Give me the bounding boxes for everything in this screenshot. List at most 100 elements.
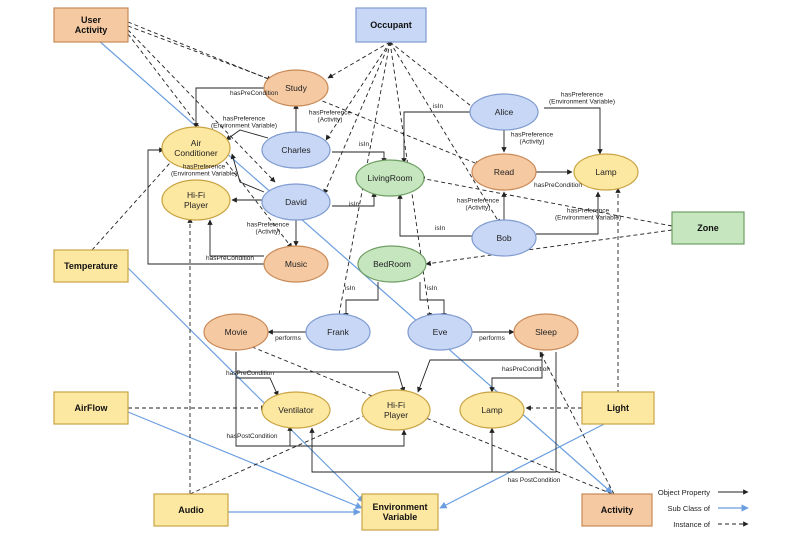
- subclass-edge: [97, 39, 613, 494]
- property-edge: [207, 219, 264, 257]
- edge-label-sleep-precondition: hasPreCondition: [502, 366, 550, 373]
- node-label-ventilator: Ventilator: [278, 405, 314, 415]
- class-airflow[interactable]: [53, 391, 129, 425]
- instance-edge: [91, 153, 179, 251]
- edge-label-charles-env-pref: hasPreference(Environment Variable): [211, 116, 277, 130]
- node-label-alice: Alice: [495, 107, 514, 117]
- edge-label-sleep-postcondition: has PostCondition: [508, 477, 561, 484]
- class-audio[interactable]: [153, 493, 229, 527]
- edge-label-bob-isin: isIn: [435, 225, 446, 232]
- edge-label-music-precondition: hasPreCondition: [206, 255, 254, 262]
- instance-edge: [539, 351, 615, 495]
- class-label-light: Light: [607, 403, 629, 413]
- legend-instance-of: Instance of: [673, 520, 711, 529]
- node-lamp-top[interactable]: [573, 153, 639, 191]
- node-label-bob: Bob: [496, 233, 511, 243]
- edge-label-frank-performs: performs: [275, 335, 301, 342]
- node-music[interactable]: [263, 245, 329, 283]
- node-label-read: Read: [494, 167, 515, 177]
- class-label-occupant: Occupant: [370, 20, 412, 30]
- property-edge: [489, 427, 556, 473]
- legend-object-property: Object Property: [658, 488, 710, 497]
- class-label-temperature: Temperature: [64, 261, 118, 271]
- node-hifi-player-top[interactable]: [161, 179, 231, 221]
- node-label-eve: Eve: [433, 327, 448, 337]
- class-activity[interactable]: [581, 493, 653, 527]
- property-edge: [401, 111, 472, 164]
- property-edges: [147, 87, 603, 473]
- node-movie[interactable]: [203, 313, 269, 351]
- property-edge: [489, 352, 543, 393]
- node-alice[interactable]: [469, 93, 539, 131]
- property-edge: [536, 191, 601, 235]
- property-edge: [332, 151, 387, 164]
- legend-sub-class-of: Sub Class of: [667, 504, 710, 513]
- node-label-david: David: [285, 197, 307, 207]
- node-label-lamp-bottom: Lamp: [481, 405, 503, 415]
- instance-edge: [325, 41, 391, 141]
- node-charles[interactable]: [261, 131, 331, 169]
- property-edge: [225, 129, 269, 141]
- instance-edge: [239, 341, 613, 495]
- class-environment-variable[interactable]: [361, 493, 439, 531]
- class-label-audio: Audio: [178, 505, 204, 515]
- property-edge: [309, 352, 557, 473]
- edge-label-movie-precondition: hasPreCondition: [226, 370, 274, 377]
- node-sleep[interactable]: [513, 313, 579, 351]
- class-label-airflow: AirFlow: [75, 403, 109, 413]
- node-air-conditioner[interactable]: [161, 126, 231, 170]
- node-david[interactable]: [261, 183, 331, 221]
- edge-label-study-precondition: hasPreCondition: [230, 90, 278, 97]
- property-edge: [230, 153, 265, 193]
- property-edge: [397, 193, 472, 237]
- node-eve[interactable]: [407, 313, 473, 351]
- class-light[interactable]: [581, 391, 655, 425]
- node-livingroom[interactable]: [355, 159, 425, 197]
- instance-edge: [389, 41, 477, 111]
- node-bedroom[interactable]: [357, 245, 427, 283]
- edge-label-bob-env-pref: hasPreference(Environment Variable): [555, 208, 621, 222]
- edge-label-david-activity-pref: hasPreference(Activity): [247, 222, 290, 236]
- edge-label-eve-performs: performs: [479, 335, 505, 342]
- edge-label-bob-activity-pref: hasPreference(Activity): [457, 198, 500, 212]
- instance-nodes: [161, 69, 639, 431]
- node-frank[interactable]: [305, 313, 371, 351]
- class-label-zone: Zone: [697, 223, 719, 233]
- edge-label-david-env-pref: hasPreference(Environment Variable): [171, 164, 237, 178]
- edge-label-charles-activity-pref: hasPreference(Activity): [309, 110, 352, 124]
- instance-edge: [389, 41, 501, 225]
- node-label-frank: Frank: [327, 327, 349, 337]
- class-temperature[interactable]: [53, 249, 129, 283]
- instance-edge: [327, 41, 391, 79]
- property-edge: [147, 147, 264, 265]
- edge-label-eve-isin: isIn: [427, 285, 438, 292]
- instance-edge: [189, 413, 369, 495]
- property-edge: [236, 371, 406, 393]
- node-read[interactable]: [471, 153, 537, 191]
- property-edge: [417, 359, 542, 393]
- node-study[interactable]: [263, 69, 329, 107]
- instance-edge: [419, 176, 673, 227]
- node-lamp-bottom[interactable]: [459, 391, 525, 429]
- edge-label-frank-isin: isIn: [345, 285, 356, 292]
- class-zone[interactable]: [671, 211, 745, 245]
- edge-label-david-isin: isIn: [349, 201, 360, 208]
- edge-label-charles-isin: isIn: [359, 141, 370, 148]
- property-edge: [419, 282, 447, 319]
- node-bob[interactable]: [471, 219, 537, 257]
- instance-edge: [127, 29, 276, 183]
- node-label-music: Music: [285, 259, 308, 269]
- node-label-livingroom: LivingRoom: [368, 173, 413, 183]
- node-ventilator[interactable]: [261, 391, 331, 429]
- class-boxes: [53, 7, 745, 531]
- edge-label-read-precondition: hasPreCondition: [534, 182, 582, 189]
- class-user-activity[interactable]: [53, 7, 129, 43]
- node-label-movie: Movie: [225, 327, 248, 337]
- property-edge: [193, 87, 266, 129]
- node-hifi-player-bottom[interactable]: [361, 389, 431, 431]
- class-occupant[interactable]: [355, 7, 427, 43]
